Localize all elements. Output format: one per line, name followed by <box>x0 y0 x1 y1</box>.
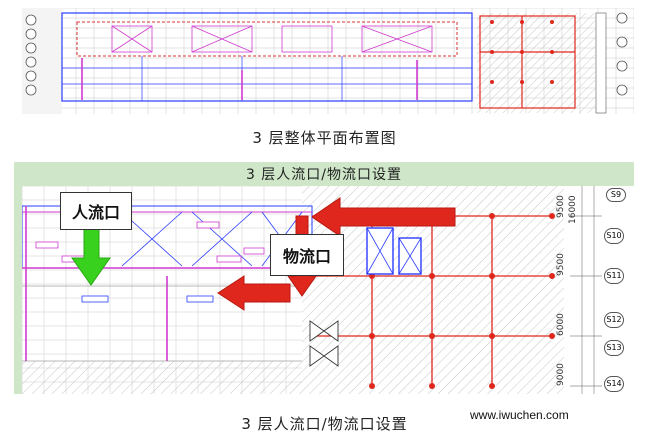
axis-bubble: S13 <box>604 340 624 356</box>
floor-plan-overview <box>22 8 634 114</box>
goods-flow-arrow-main <box>311 197 456 237</box>
people-entrance-label: 人流口 <box>60 192 132 230</box>
axis-bubble: S12 <box>604 312 624 328</box>
overview-caption: 3 层整体平面布置图 <box>252 129 397 147</box>
axis-bubble: S14 <box>604 376 624 392</box>
goods-entrance-label: 物流口 <box>270 234 344 276</box>
floor-plan-overview-drawing <box>22 8 634 114</box>
site-watermark: www.iwuchen.com <box>470 408 569 422</box>
entrance-caption: 3 层人流口/物流口设置 <box>241 415 408 433</box>
axis-bubble: S11 <box>604 268 624 284</box>
axis-bubble: S9 <box>606 188 626 202</box>
axis-bubble: S10 <box>604 228 624 244</box>
goods-flow-arrow-lower <box>217 275 291 311</box>
entrance-plan-title: 3 层人流口/物流口设置 <box>245 167 403 183</box>
people-flow-arrow <box>71 221 111 286</box>
